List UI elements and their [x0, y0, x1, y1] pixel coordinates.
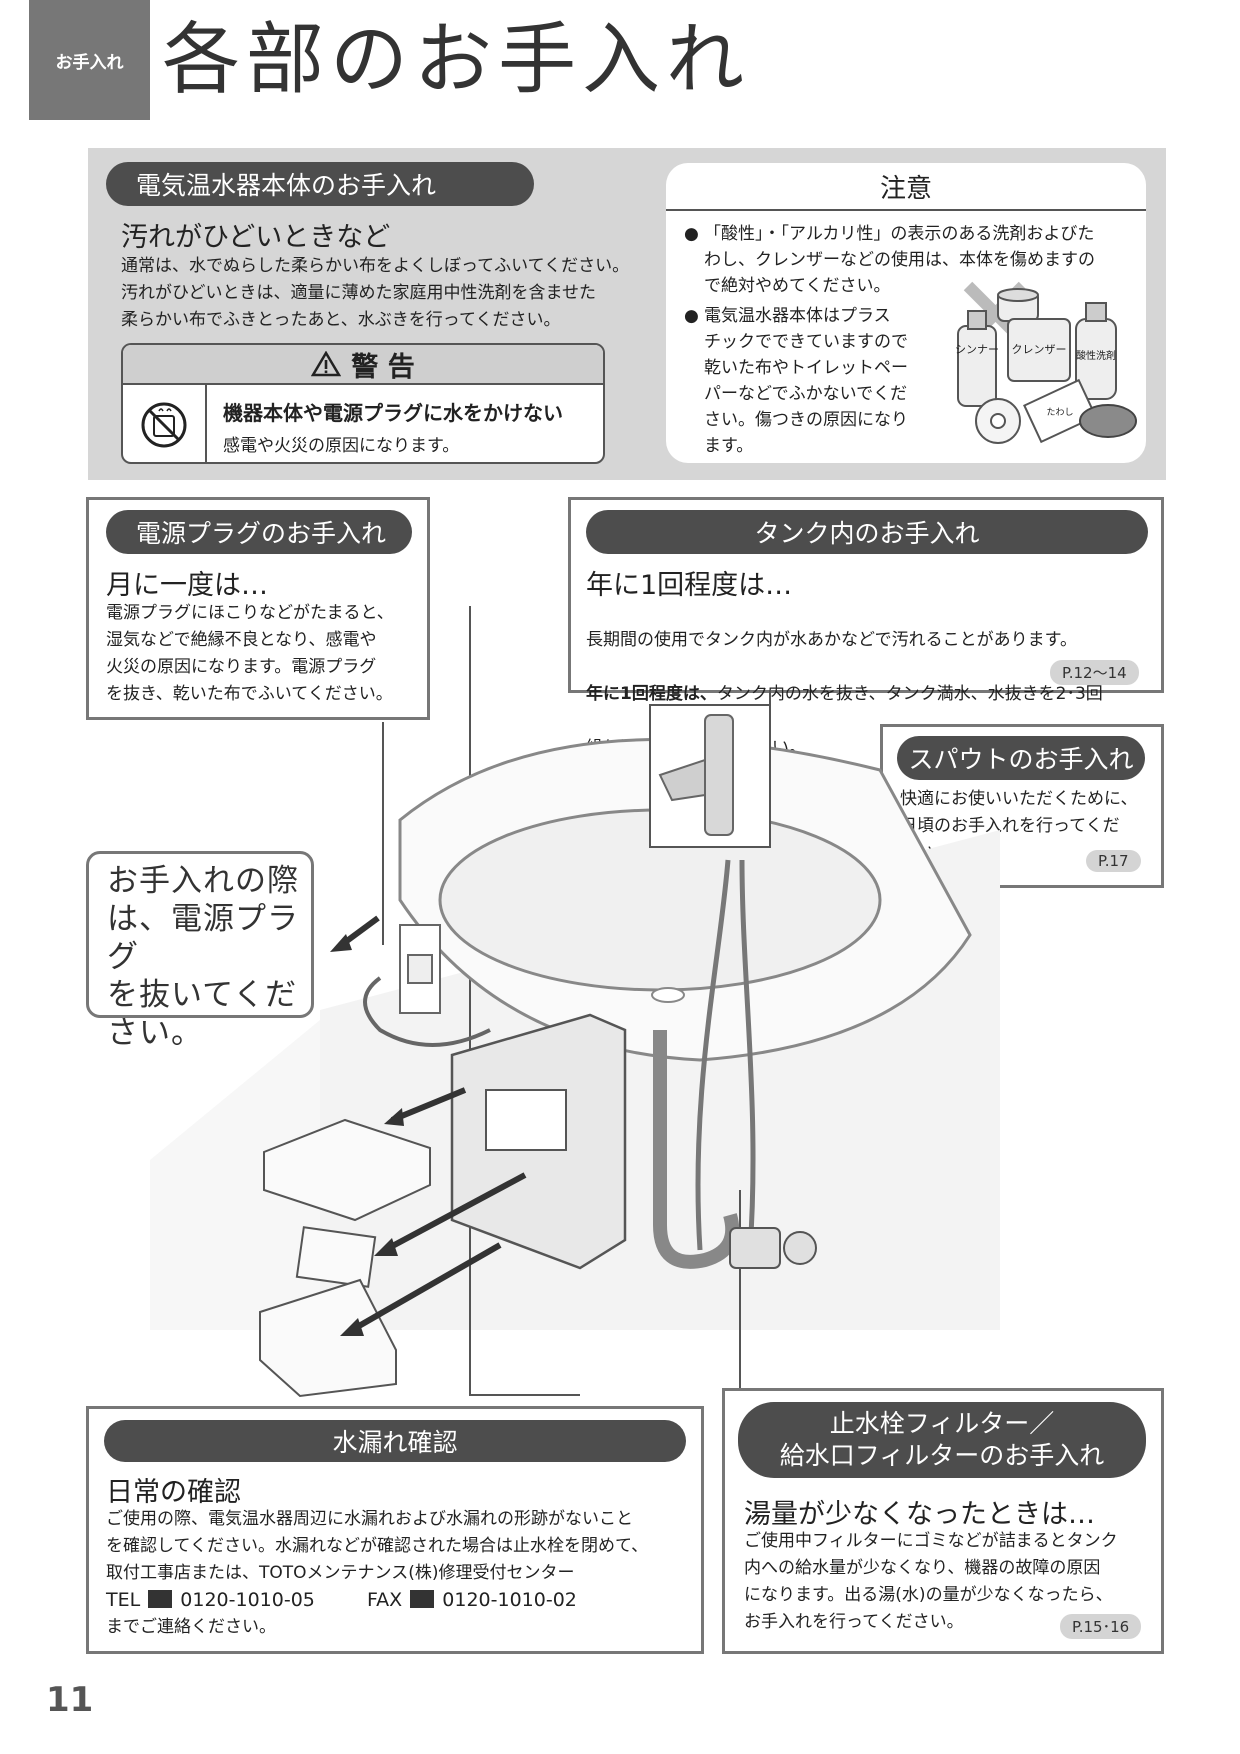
caution-item-1: ● 「酸性」・「アルカリ性」の表示のある洗剤およびた わし、クレンザーなどの使用… — [684, 221, 1144, 299]
warning-icon-cell — [123, 385, 207, 462]
caution-box: 注意 ● 「酸性」・「アルカリ性」の表示のある洗剤およびた わし、クレンザーなど… — [666, 163, 1146, 463]
acid-detergent-label: 酸性洗剤 — [1076, 349, 1116, 362]
cleanser-label: クレンザー — [1012, 343, 1067, 356]
tank-line-3: 繰り返し清掃してください。 — [586, 738, 806, 758]
tel-label: TEL — [106, 1589, 141, 1611]
caution-title: 注意 — [666, 163, 1146, 211]
thinner-label: シンナー — [955, 343, 999, 356]
warning-box: 警 告 機器本体や電源プラグに水をかけない 感電や火災の原因になります。 — [121, 343, 605, 464]
bullet-icon: ● — [684, 224, 699, 244]
scrub-brush-label: たわし — [1046, 407, 1073, 418]
warning-title: 警 告 — [351, 351, 415, 383]
filter-page-ref[interactable]: P.15･16 — [1060, 1614, 1142, 1639]
spout-page-ref[interactable]: P.17 — [1086, 850, 1141, 872]
leak-check-heading: 日常の確認 — [106, 1477, 241, 1508]
body-care-heading: 汚れがひどいときなど — [121, 222, 391, 253]
filter-care-text: ご使用中フィルターにゴミなどが詰まるとタンク 内への給水量が少なくなり、機器の故… — [744, 1531, 1118, 1632]
tank-care-pill: タンク内のお手入れ — [586, 510, 1148, 554]
unplug-callout: お手入れの際 は、電源プラグ を抜いてくだ さい。 — [86, 851, 314, 1051]
leak-check-pill: 水漏れ確認 — [104, 1420, 686, 1462]
body-care-pill: 電気温水器本体のお手入れ — [106, 162, 534, 206]
tank-line-1: 長期間の使用でタンク内が水あかなどで汚れることがあります。 — [586, 630, 1077, 650]
spout-care-pill: スパウトのお手入れ — [897, 736, 1145, 780]
fax-number: 0120-1010-02 — [442, 1589, 577, 1611]
page-title: 各部のお手入れ — [162, 15, 751, 105]
plug-care-heading: 月に一度は… — [106, 570, 268, 601]
cleaning-products-illustration: シンナー クレンザー 酸性洗剤 たわし — [955, 281, 1137, 444]
body-care-text: 通常は、水でぬらした柔らかい布をよくしぼってふいてください。 汚れがひどいときは… — [121, 256, 630, 330]
freedial-icon — [410, 1590, 435, 1608]
no-water-prohibition-icon — [141, 402, 187, 447]
warning-header: 警 告 — [123, 345, 603, 385]
warning-sub-text: 感電や火災の原因になります。 — [223, 436, 460, 456]
warning-main-text: 機器本体や電源プラグに水をかけない — [223, 401, 563, 425]
section-tag: お手入れ — [29, 0, 150, 120]
filter-care-pill: 止水栓フィルター／ 給水口フィルターのお手入れ — [738, 1402, 1146, 1478]
leak-contact-line: TEL 0120-1010-05 FAX 0120-1010-02 — [106, 1587, 702, 1614]
plug-care-pill: 電源プラグのお手入れ — [106, 510, 412, 554]
filter-pill-line-1: 止水栓フィルター／ — [829, 1409, 1055, 1438]
leak-closing: までご連絡ください。 — [106, 1617, 276, 1637]
bullet-icon: ● — [684, 306, 699, 326]
caution-item-2: ● 電気温水器本体はプラス チックでできていますので 乾いた布やトイレットペー … — [684, 303, 924, 459]
plug-care-text: 電源プラグにほこりなどがたまると、 湿気などで絶縁不良となり、感電や 火災の原因… — [106, 603, 394, 704]
leak-check-text: ご使用の際、電気温水器周辺に水漏れおよび水漏れの形跡がないこと を確認してくださ… — [106, 1509, 649, 1583]
fax-label: FAX — [367, 1589, 403, 1611]
filter-pill-line-2: 給水口フィルターのお手入れ — [779, 1441, 1105, 1470]
warning-triangle-icon — [311, 351, 342, 377]
filter-care-heading: 湯量が少なくなったときは… — [744, 1499, 1095, 1530]
tank-line-2-bold: 年に1回程度は、 — [586, 684, 717, 704]
tank-care-heading: 年に1回程度は… — [586, 570, 793, 601]
tel-number: 0120-1010-05 — [180, 1589, 315, 1611]
tank-page-ref[interactable]: P.12〜14 — [1050, 660, 1139, 685]
page-number: 11 — [46, 1680, 94, 1720]
freedial-icon — [148, 1590, 173, 1608]
tank-line-2: タンク内の水を抜き、タンク満水、水抜きを2･3回 — [716, 684, 1103, 704]
